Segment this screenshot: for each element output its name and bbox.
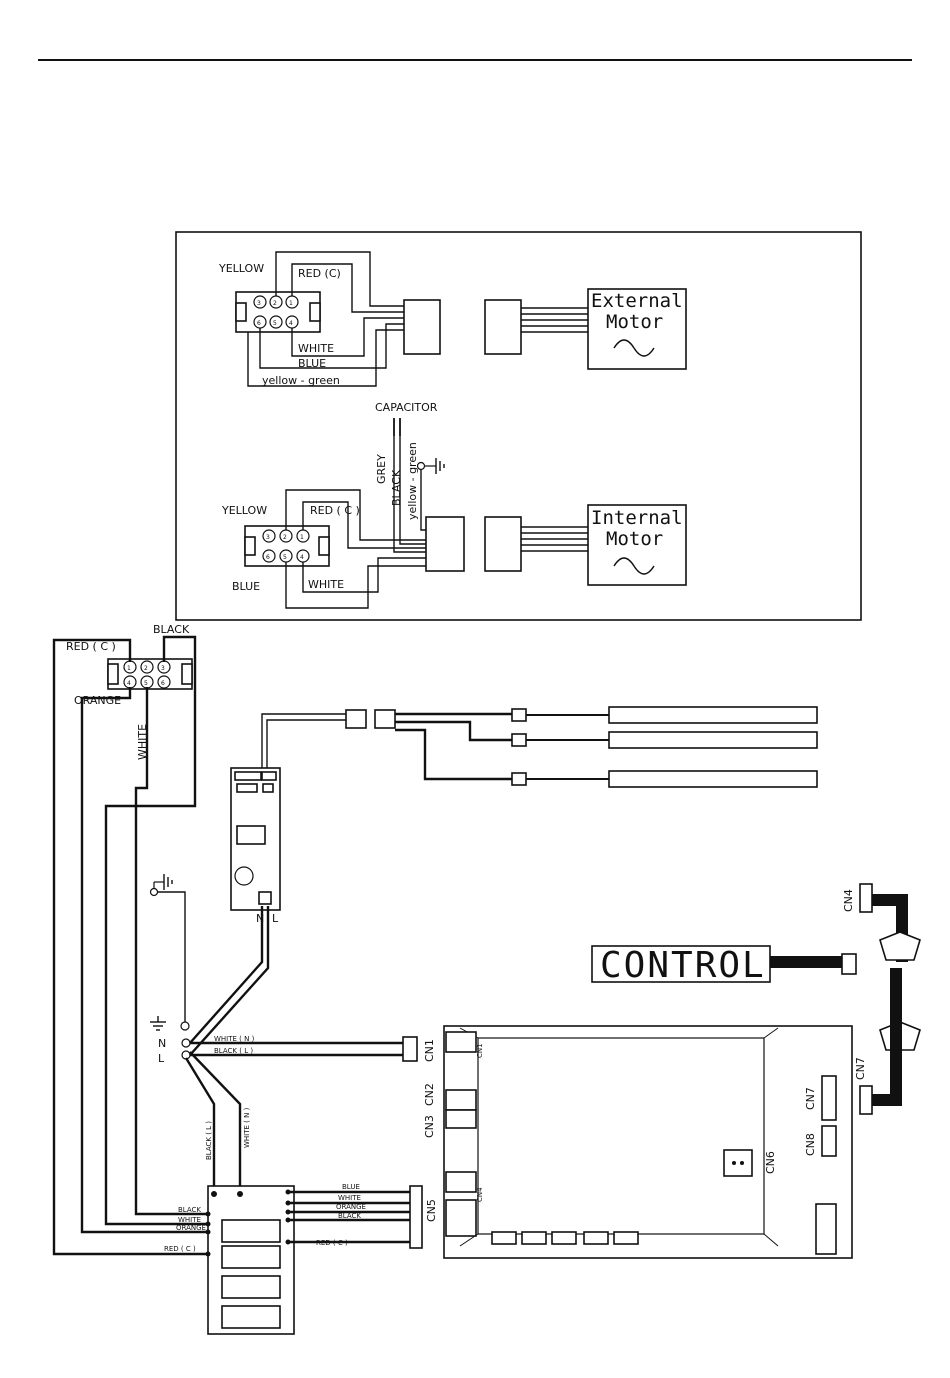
svg-text:3: 3 xyxy=(161,665,165,672)
cn2-label: CN2 xyxy=(423,1083,436,1106)
sensor-l-label: L xyxy=(272,912,279,925)
label-black-l: BLACK ( L ) xyxy=(214,1047,253,1055)
power-l-label: L xyxy=(158,1052,165,1065)
label-white-internal: WHITE xyxy=(308,578,344,591)
svg-text:4: 4 xyxy=(127,680,131,687)
ground-icon-main xyxy=(149,874,173,897)
cn8-label: CN8 xyxy=(804,1133,817,1156)
ac-symbol-icon xyxy=(613,339,655,357)
external-motor-section: 3 2 1 6 5 4 External Motor YELLOW RED (C) WH… xyxy=(218,251,687,387)
thermistor-probe-1 xyxy=(608,706,818,724)
sensor-n-label: N xyxy=(256,912,264,925)
thermistor-leads xyxy=(395,706,818,788)
label-grey: GREY xyxy=(375,454,388,484)
label-yellow: YELLOW xyxy=(218,262,264,275)
label-red-c-terminal: RED ( C ) xyxy=(66,640,116,653)
external-motor-label-2: Motor xyxy=(606,311,663,333)
svg-text:6: 6 xyxy=(266,554,270,561)
motor-panel-frame xyxy=(175,231,862,621)
control-display: CONTROL xyxy=(591,945,857,986)
main-control-pcb: CN1 CN2 CN3 CN5 CN6 CN7 CN8 CN1 CN4 xyxy=(423,1025,853,1259)
cn1-plug xyxy=(402,1036,418,1062)
cn5-plug xyxy=(409,1185,423,1249)
relay-left-label-3: ORANGE xyxy=(176,1224,206,1232)
svg-text:3: 3 xyxy=(257,300,261,307)
cn1-board-label: CN1 xyxy=(476,1043,484,1058)
label-capacitor: CAPACITOR xyxy=(375,401,438,414)
svg-text:1: 1 xyxy=(289,300,293,307)
thermistor-probe-2 xyxy=(608,731,818,749)
svg-text:2: 2 xyxy=(144,665,148,672)
label-yellow-green: yellow - green xyxy=(262,374,340,387)
label-red-c: RED (C) xyxy=(298,267,341,280)
label-white-n: WHITE ( N ) xyxy=(214,1035,255,1043)
internal-motor-label-2: Motor xyxy=(606,528,663,550)
cn7-side-label: CN7 xyxy=(854,1057,867,1080)
internal-motor-label-1: Internal xyxy=(591,507,683,529)
label-black-terminal: BLACK xyxy=(153,623,190,636)
ac-symbol-icon-internal xyxy=(613,557,655,575)
svg-text:5: 5 xyxy=(283,554,287,561)
svg-text:2: 2 xyxy=(273,300,277,307)
cn4-board-label: CN4 xyxy=(476,1187,484,1202)
relay-left-label-2: WHITE xyxy=(178,1216,201,1224)
svg-text:3: 3 xyxy=(266,534,270,541)
cn3-label: CN3 xyxy=(423,1115,436,1138)
relay-right-label-3: ORANGE xyxy=(336,1203,366,1211)
relay-right-label-2: WHITE xyxy=(338,1194,361,1202)
cn7-label: CN7 xyxy=(804,1087,817,1110)
ground-icon-power xyxy=(150,1016,166,1031)
sensor-board: N L xyxy=(230,767,281,925)
svg-text:6: 6 xyxy=(161,680,165,687)
thermistor-probe-3 xyxy=(608,770,818,788)
label-yellow-green-internal: yellow - green xyxy=(406,442,419,520)
external-motor-label-1: External xyxy=(591,290,683,312)
label-blue: BLUE xyxy=(298,357,326,370)
relay-right-label-1: BLUE xyxy=(342,1183,360,1191)
label-white-terminal: WHITE xyxy=(136,724,149,760)
label-black-l-vertical: BLACK ( L ) xyxy=(205,1121,213,1160)
label-black: BLACK xyxy=(390,469,403,506)
relay-right-label-5: RED ( C ) xyxy=(316,1239,348,1247)
relay-left-label-1: BLACK xyxy=(178,1206,201,1214)
label-blue-internal: BLUE xyxy=(232,580,260,593)
relay-left-label-4: RED ( C ) xyxy=(164,1245,196,1253)
svg-text:6: 6 xyxy=(257,320,261,327)
cn4-side-label: CN4 xyxy=(842,889,855,912)
svg-text:2: 2 xyxy=(283,534,287,541)
internal-motor xyxy=(587,504,687,586)
label-yellow-internal: YELLOW xyxy=(221,504,267,517)
ground-icon xyxy=(435,458,445,474)
relay-board: BLACK WHITE ORANGE RED ( C ) xyxy=(164,1185,295,1335)
svg-text:1: 1 xyxy=(300,534,304,541)
cn4-cn7-cable: CN4 CN7 xyxy=(842,883,921,1115)
label-red-c-internal: RED ( C ) xyxy=(310,504,360,517)
cn1-label: CN1 xyxy=(423,1039,436,1062)
power-n-label: N xyxy=(158,1037,166,1050)
cn5-label: CN5 xyxy=(425,1199,438,1222)
power-entry: N L xyxy=(150,1016,191,1065)
label-white: WHITE xyxy=(298,342,334,355)
svg-text:5: 5 xyxy=(273,320,277,327)
control-label: CONTROL xyxy=(600,945,766,986)
external-motor xyxy=(587,288,687,370)
relay-right-label-4: BLACK xyxy=(338,1212,361,1220)
svg-text:4: 4 xyxy=(289,320,293,327)
label-white-n-vertical: WHITE ( N ) xyxy=(243,1107,251,1148)
svg-text:4: 4 xyxy=(300,554,304,561)
svg-text:5: 5 xyxy=(144,680,148,687)
cn6-label: CN6 xyxy=(764,1151,777,1174)
svg-text:1: 1 xyxy=(127,665,131,672)
